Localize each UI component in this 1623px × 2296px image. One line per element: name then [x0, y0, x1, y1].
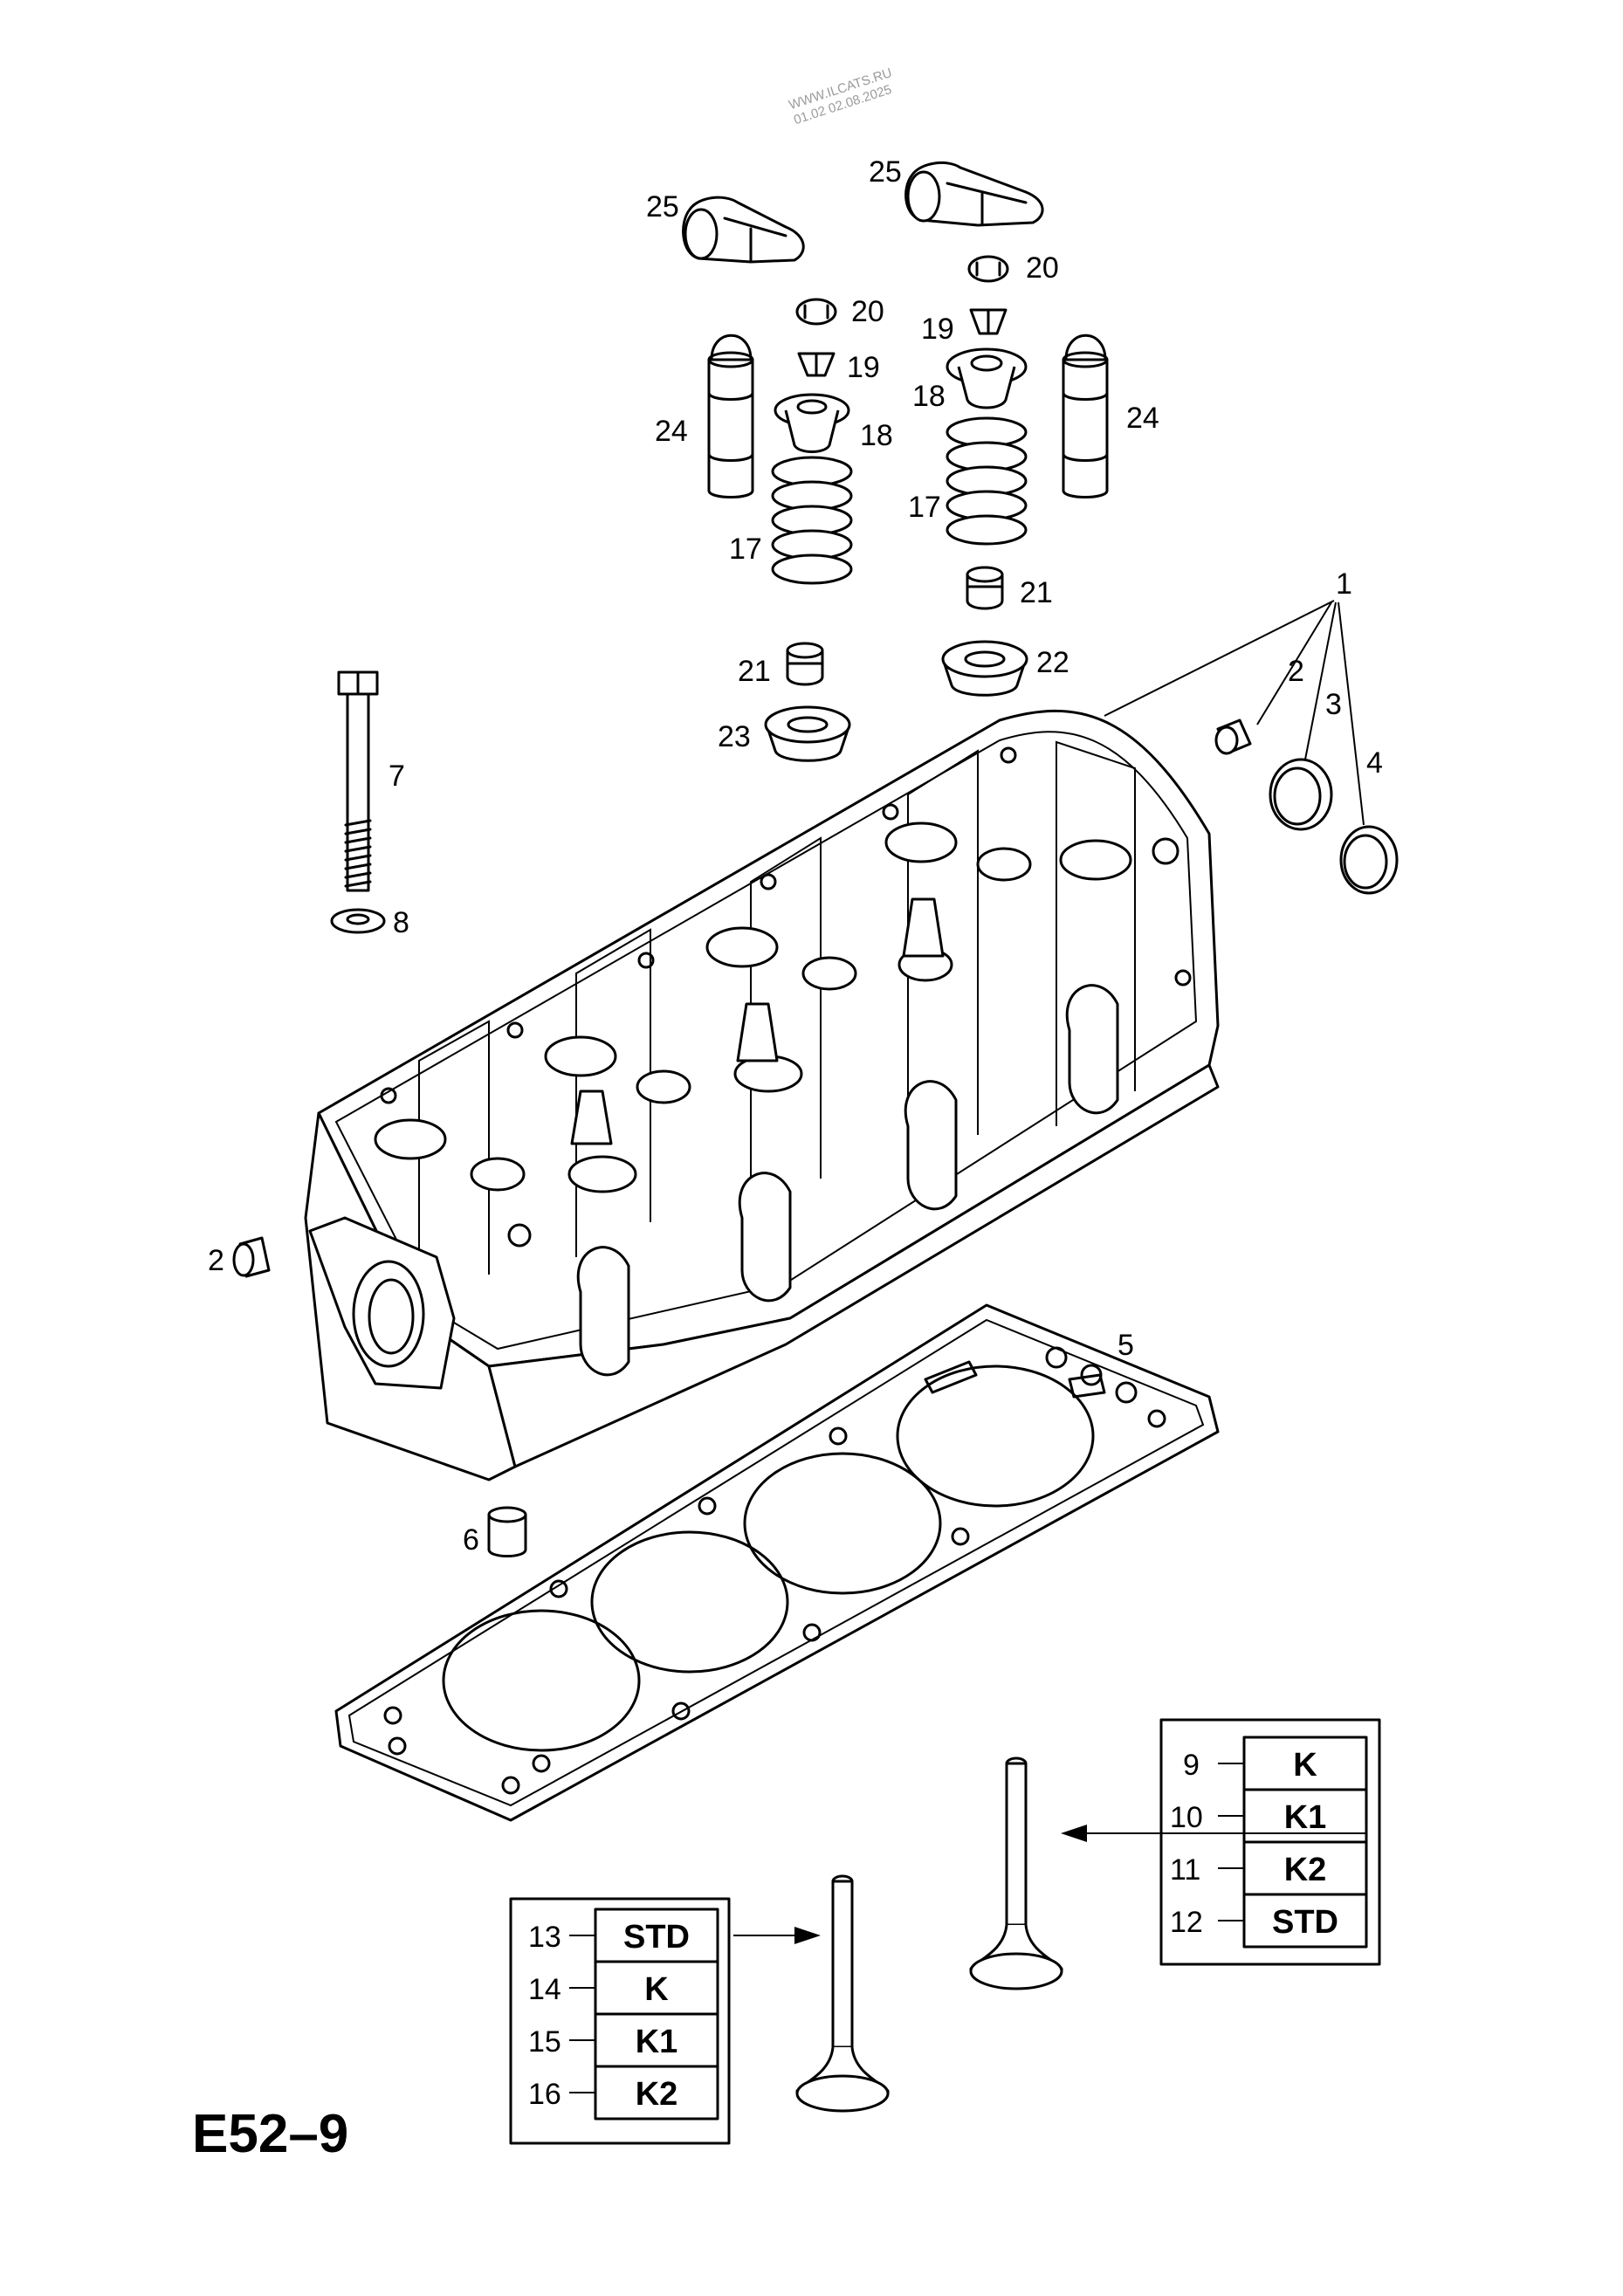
arrow-head-right-table	[1061, 1825, 1087, 1842]
valve-cotter-left	[797, 352, 836, 377]
valve-cotter-right	[969, 308, 1007, 335]
hydraulic-lifter-left	[707, 333, 754, 498]
valve-key-left	[795, 298, 837, 326]
cylinder-head-gasket	[334, 1303, 1220, 1822]
table-left-num-1: 14	[528, 1973, 561, 2006]
hydraulic-lifter-right	[1062, 333, 1109, 498]
figure-id: E52–9	[192, 2104, 348, 2164]
callout-7: 7	[389, 760, 405, 793]
table-right-num-0: 9	[1183, 1749, 1200, 1782]
table-left-code-1: K	[644, 1971, 669, 2008]
cylinder-head-bolt	[337, 670, 379, 892]
intake-valve	[795, 1874, 890, 2113]
callout-4: 4	[1366, 746, 1383, 780]
callout-20-left: 20	[851, 295, 884, 328]
exhaust-valve	[969, 1756, 1063, 1990]
callout-5: 5	[1118, 1329, 1134, 1362]
table-right-code-3: STD	[1272, 1904, 1338, 1941]
valve-size-table-left: 13 14 15 16 STD K K1 K2	[509, 1897, 731, 2145]
table-right-code-1: K1	[1284, 1799, 1327, 1836]
table-left-code-3: K2	[636, 2076, 678, 2113]
table-right-code-2: K2	[1284, 1852, 1327, 1888]
callout-20-right: 20	[1026, 251, 1059, 285]
callout-8: 8	[393, 906, 409, 939]
callout-18-right: 18	[912, 380, 946, 413]
arrow-head-left-table	[794, 1927, 821, 1944]
rocker-arm-right	[904, 162, 1044, 227]
table-right-num-2: 11	[1170, 1853, 1200, 1887]
spring-retainer-left	[774, 393, 850, 453]
callout-24-right: 24	[1126, 402, 1159, 435]
watermark: WWW.ILCATS.RU 01.02 02.08.2025	[787, 65, 894, 127]
callout-17-left: 17	[729, 533, 762, 566]
callout-3: 3	[1325, 688, 1342, 721]
rocker-arm-left	[682, 196, 805, 264]
expansion-plug-small	[1269, 758, 1333, 831]
spring-seat-right	[941, 640, 1028, 697]
bolt-washer	[330, 908, 386, 934]
callout-17-right: 17	[908, 491, 941, 524]
callout-24-left: 24	[655, 415, 688, 448]
table-right-code-0: K	[1293, 1747, 1317, 1784]
callout-21-right: 21	[1020, 576, 1053, 609]
valve-stem-seal-right	[966, 566, 1004, 610]
callout-25-left: 25	[646, 190, 679, 223]
callout-6: 6	[463, 1523, 479, 1557]
expansion-plug-large	[1339, 825, 1399, 895]
valve-spring-right	[946, 416, 1028, 546]
spring-retainer-right	[946, 347, 1028, 409]
table-right-num-1: 10	[1170, 1801, 1203, 1834]
callout-22: 22	[1036, 646, 1069, 679]
callout-2-top: 2	[1288, 655, 1304, 688]
valve-size-table-right: 9 10 11 12 K K1 K2 STD	[1159, 1718, 1381, 1966]
cylinder-head	[304, 709, 1220, 1481]
table-left-num-2: 15	[528, 2025, 561, 2059]
dowel-sleeve-left	[232, 1236, 271, 1278]
dowel-sleeve-top	[1214, 718, 1252, 755]
table-left-num-0: 13	[528, 1921, 561, 1954]
callout-2-left: 2	[208, 1244, 224, 1277]
table-left-code-0: STD	[623, 1919, 690, 1956]
callout-18-left: 18	[860, 419, 893, 452]
table-right-num-3: 12	[1170, 1906, 1203, 1939]
valve-spring-left	[771, 456, 853, 585]
valve-key-right	[967, 255, 1009, 283]
callout-19-right: 19	[921, 313, 954, 346]
dowel-sleeve-bottom	[487, 1506, 527, 1557]
callout-21-left: 21	[738, 655, 771, 688]
valve-stem-seal-left	[786, 642, 824, 686]
table-left-num-3: 16	[528, 2078, 561, 2111]
leader-lines	[733, 600, 1366, 1936]
callout-19-left: 19	[847, 351, 880, 384]
spring-seat-left	[764, 705, 851, 762]
callout-23: 23	[718, 720, 751, 753]
callout-25-right: 25	[869, 155, 902, 189]
callout-1: 1	[1336, 567, 1352, 601]
table-left-code-2: K1	[636, 2024, 678, 2060]
